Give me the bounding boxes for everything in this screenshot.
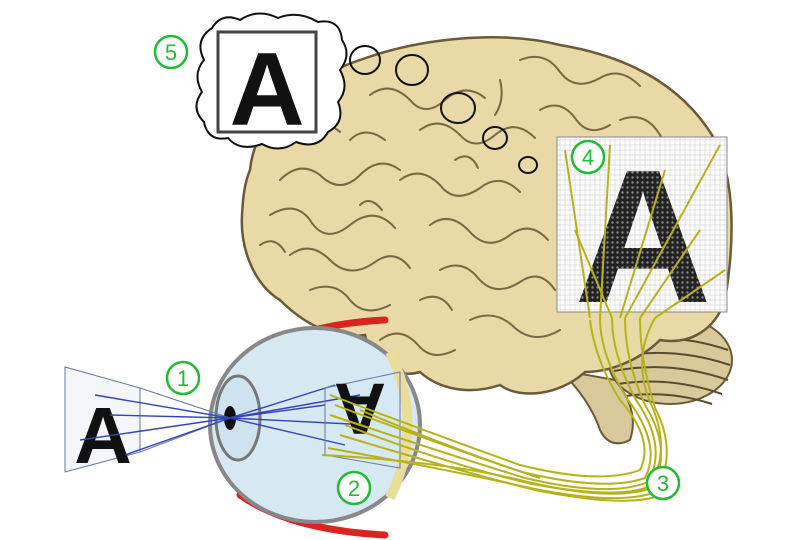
visual-cortex-panel: A <box>556 136 728 319</box>
svg-text:1: 1 <box>177 366 189 391</box>
thought-letter: A <box>229 32 304 148</box>
light-rays <box>79 384 371 456</box>
svg-text:5: 5 <box>165 40 177 65</box>
retina-frustum <box>324 371 401 469</box>
cortex-fibres <box>564 144 726 319</box>
brain-folds <box>259 56 696 356</box>
step-marker-4: 4 <box>570 139 606 175</box>
step-marker-3: 3 <box>645 465 681 501</box>
brain-stem <box>557 368 634 445</box>
step-marker-2: 2 <box>336 470 372 506</box>
thought-trail <box>349 45 538 174</box>
svg-text:4: 4 <box>582 145 594 170</box>
optic-nerve <box>321 317 668 502</box>
svg-text:2: 2 <box>348 476 360 501</box>
eyeball <box>208 316 422 539</box>
step-marker-5: 5 <box>153 34 189 70</box>
step-marker-1: 1 <box>165 360 201 396</box>
object-letter: A <box>74 391 132 480</box>
svg-text:3: 3 <box>657 471 669 496</box>
thought-bubble: A <box>195 12 538 174</box>
